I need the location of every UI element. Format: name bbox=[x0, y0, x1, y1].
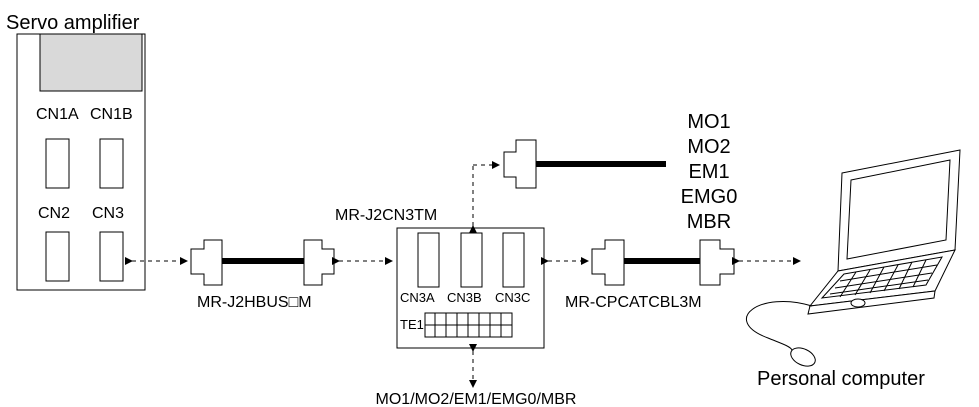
mouse-icon bbox=[790, 347, 816, 367]
servo-amplifier bbox=[16, 33, 146, 291]
output-signal-4: EMG0 bbox=[681, 186, 738, 208]
bottom-signals-label: MO1/MO2/EM1/EMG0/MBR bbox=[376, 391, 577, 407]
cn3b-connector bbox=[460, 232, 483, 288]
output-signal-5: MBR bbox=[687, 211, 731, 233]
cable1-label: MR-J2HBUS□M bbox=[197, 294, 312, 311]
servo-amplifier-title: Servo amplifier bbox=[6, 12, 140, 34]
cn3c-connector bbox=[502, 232, 525, 288]
cn2-connector bbox=[45, 231, 70, 282]
terminal-block bbox=[396, 227, 545, 349]
output-signal-2: MO2 bbox=[687, 136, 730, 158]
cn2-label: CN2 bbox=[38, 205, 70, 222]
cn3c-label: CN3C bbox=[495, 290, 530, 305]
te1-label: TE1 bbox=[400, 317, 424, 332]
cable2 bbox=[591, 239, 735, 286]
cable1 bbox=[190, 239, 335, 286]
cable2-label: MR-CPCATCBL3M bbox=[565, 294, 702, 311]
laptop-icon bbox=[745, 149, 961, 367]
cn3-label: CN3 bbox=[92, 205, 124, 222]
cn1b-label: CN1B bbox=[90, 106, 133, 123]
cn1a-label: CN1A bbox=[36, 106, 79, 123]
servo-display-panel bbox=[39, 33, 143, 92]
output-signal-1: MO1 bbox=[687, 111, 730, 133]
cn3a-label: CN3A bbox=[400, 290, 435, 305]
cn3a-connector bbox=[417, 232, 440, 288]
terminal-title: MR-J2CN3TM bbox=[335, 207, 437, 224]
te1-terminal-strip bbox=[424, 312, 513, 338]
pc-label: Personal computer bbox=[757, 368, 925, 390]
cn1b-connector bbox=[99, 138, 124, 189]
cn1a-connector bbox=[45, 138, 70, 189]
cn3-connector bbox=[99, 231, 124, 282]
output-cable bbox=[503, 139, 666, 189]
cn3b-label: CN3B bbox=[447, 290, 482, 305]
output-signal-3: EM1 bbox=[688, 161, 729, 183]
